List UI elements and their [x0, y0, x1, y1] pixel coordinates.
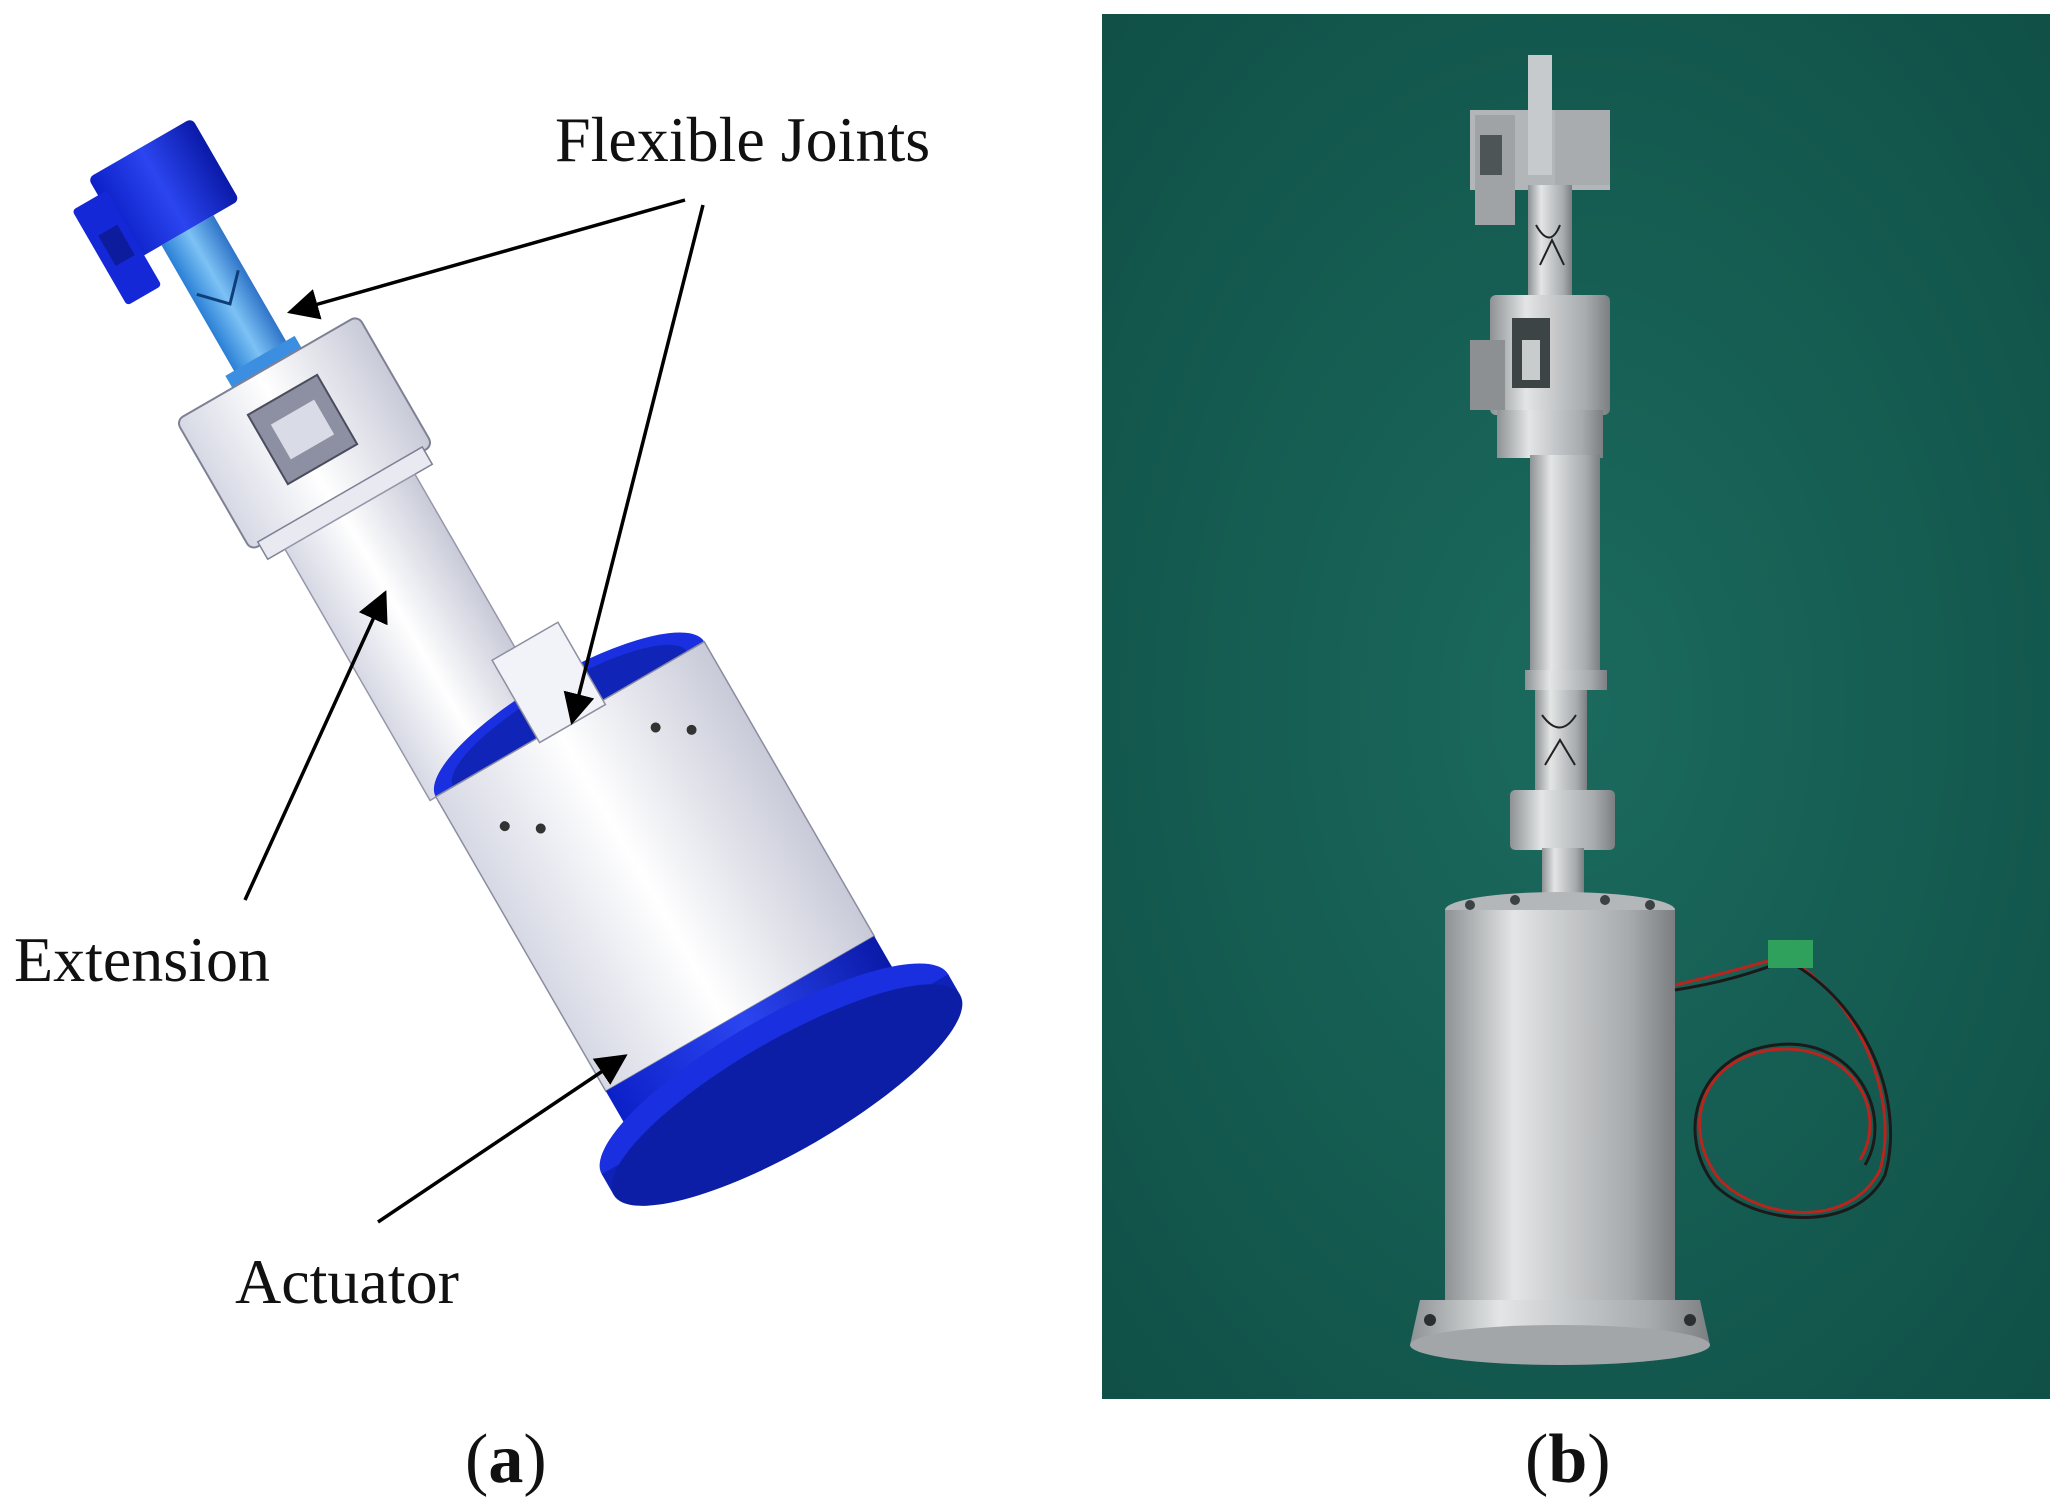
arrow-icon: [243, 590, 388, 901]
arrow-icon: [286, 198, 686, 320]
cad-white-housing: [177, 317, 434, 561]
photo-actuator: [1410, 892, 1710, 1365]
arrow-icon: [563, 204, 705, 726]
panel-b-photo: [1102, 14, 2050, 1399]
cad-top-bracket: [73, 120, 238, 305]
label-extension: Extension: [14, 924, 270, 995]
photo-top-bracket: [1470, 55, 1610, 225]
panel-a-cad-model: [73, 120, 963, 1224]
caption-b-letter: b: [1548, 1421, 1588, 1498]
caption-a-letter: a: [488, 1421, 524, 1498]
label-actuator: Actuator: [235, 1246, 459, 1317]
photo-housing: [1470, 295, 1610, 458]
caption-a: (a): [465, 1421, 547, 1498]
callout-arrows: [243, 198, 705, 1224]
photo-extension-tube: [1530, 455, 1600, 685]
caption-b: (b): [1525, 1421, 1611, 1498]
cad-upper-flexible-joint: [161, 215, 302, 389]
photo-connector: [1768, 940, 1813, 968]
arrow-icon: [377, 1054, 628, 1224]
label-flexible-joints: Flexible Joints: [555, 104, 931, 175]
